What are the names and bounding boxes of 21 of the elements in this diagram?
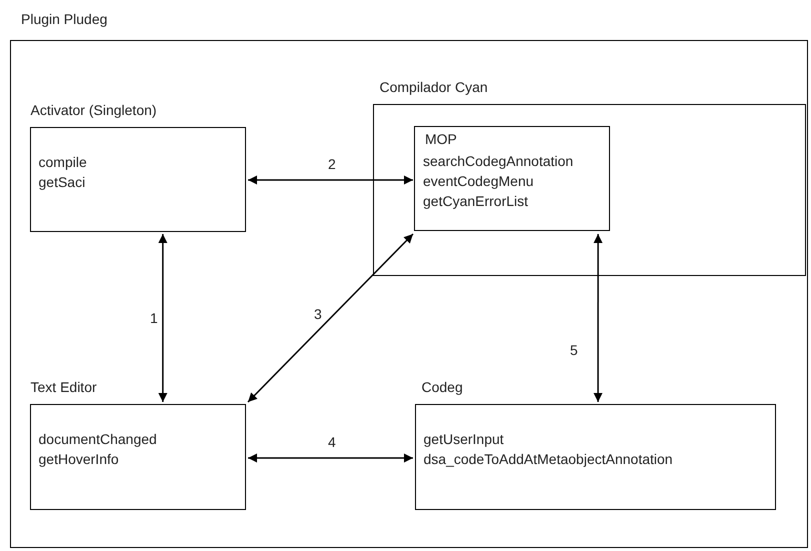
edge-label: 4 — [326, 434, 338, 450]
component-title: Compilador Cyan — [380, 78, 488, 94]
method-list: documentChanged getHoverInfo — [38, 428, 238, 468]
edge-label: 3 — [312, 306, 324, 322]
edge-label: 2 — [326, 156, 338, 172]
arrow — [247, 233, 414, 403]
component-title: MOP — [425, 131, 457, 147]
component-title: Codeg — [422, 378, 463, 394]
component-box — [414, 126, 610, 231]
arrow — [248, 454, 413, 463]
component-title: Plugin Pludeg — [21, 11, 108, 27]
method-list: getUserInput dsa_codeToAddAtMetaobjectAnnotation — [424, 428, 774, 468]
component-title: Text Editor — [30, 378, 97, 394]
edge-label: 1 — [148, 310, 160, 326]
component-title: Activator (Singleton) — [30, 102, 157, 118]
method-list: searchCodegAnnotation eventCodegMenu getCyanErrorList — [423, 151, 613, 211]
arrow — [158, 234, 168, 402]
arrow — [594, 234, 603, 402]
edge-label: 5 — [568, 342, 580, 358]
arrow — [248, 176, 413, 185]
method-list: compile getSaci — [38, 152, 238, 192]
